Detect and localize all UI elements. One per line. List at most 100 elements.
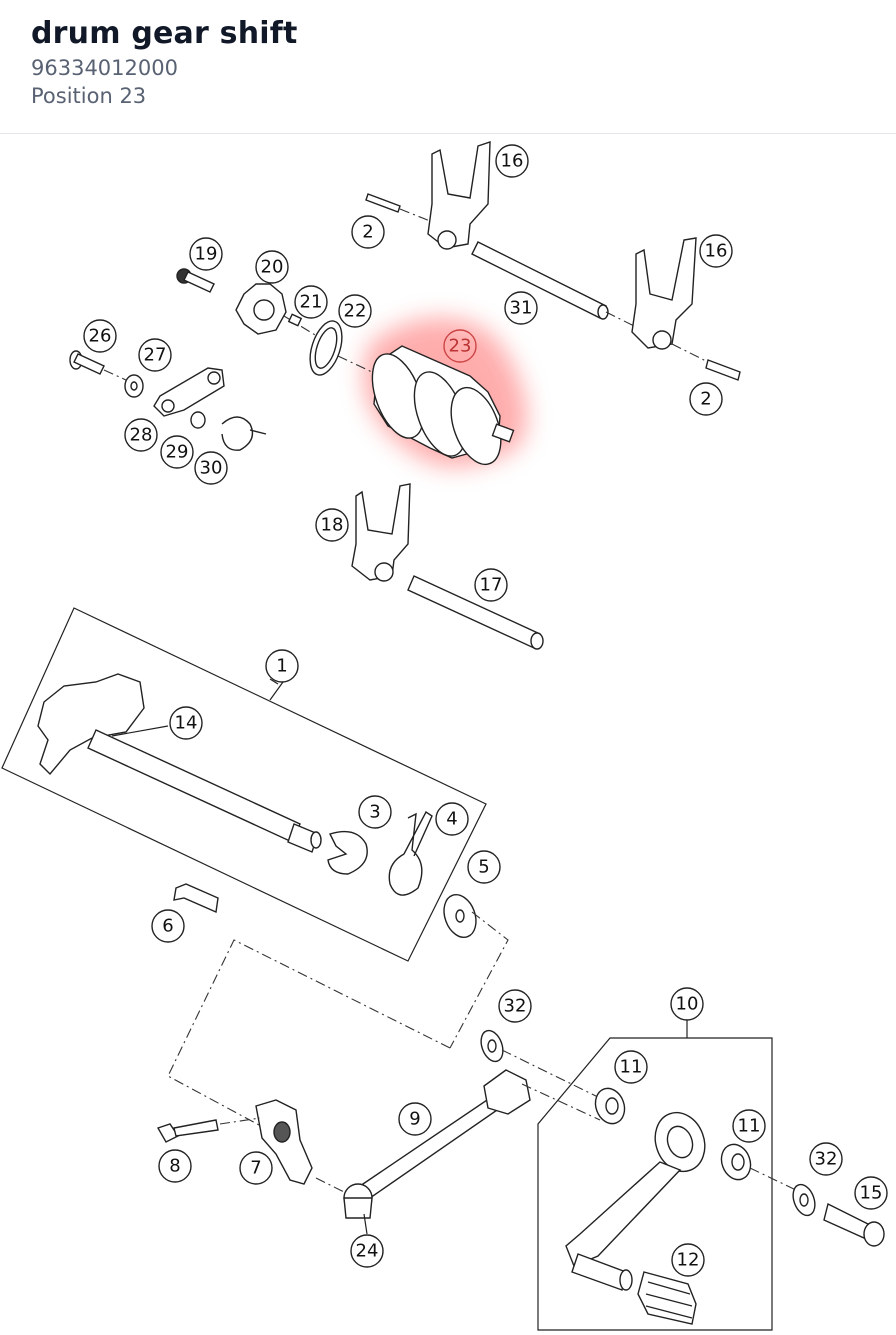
callout-label: 24 [356, 1241, 379, 1262]
callout-16[interactable]: 16 [699, 234, 733, 268]
callout-24[interactable]: 24 [350, 1234, 384, 1268]
callout-14[interactable]: 14 [169, 706, 203, 740]
shift-arm-7 [219, 1099, 313, 1185]
callout-30[interactable]: 30 [194, 451, 228, 485]
callout-21[interactable]: 21 [294, 285, 328, 319]
callout-1[interactable]: 1 [265, 649, 299, 683]
callout-label: 17 [480, 575, 503, 596]
fork-shaft-17 [407, 575, 544, 650]
kit-box-1 [1, 607, 487, 962]
callout-label: 19 [195, 244, 218, 265]
callout-18[interactable]: 18 [315, 508, 349, 542]
callout-29[interactable]: 29 [160, 435, 194, 469]
bearing-11-left [594, 1087, 626, 1125]
callout-label: 1 [276, 656, 287, 677]
callout-22[interactable]: 22 [338, 294, 372, 328]
spring-4 [388, 810, 433, 896]
callout-label: 27 [144, 345, 167, 366]
pin-21 [287, 313, 303, 327]
lever-28 [153, 367, 225, 417]
callout-label: 23 [449, 336, 472, 357]
exploded-diagram: 16 2 16 31 2 19 20 21 22 23 26 27 28 29 30 18 17 1 14 3 45 6 3… [1, 141, 888, 1331]
callout-20[interactable]: 20 [255, 250, 289, 284]
leader-lines [111, 678, 688, 1235]
washer-27 [124, 374, 144, 398]
fork-shaft [471, 241, 641, 330]
callout-label: 15 [860, 1183, 883, 1204]
callout-10[interactable]: 10 [670, 987, 704, 1021]
part-number: 96334012000 [31, 56, 178, 80]
washer-32-left [480, 1029, 601, 1099]
callout-15[interactable]: 15 [854, 1176, 888, 1210]
shift-shaft-assembly [37, 673, 322, 853]
callout-2[interactable]: 2 [351, 215, 385, 249]
callout-31[interactable]: 31 [504, 291, 538, 325]
callout-label: 29 [166, 442, 189, 463]
clip-3 [327, 830, 368, 875]
callout-label: 32 [815, 1149, 838, 1170]
callout-11[interactable]: 11 [614, 1050, 648, 1084]
screw-19 [176, 268, 215, 293]
spring-right [671, 343, 741, 381]
callout-layer: 16 2 16 31 2 19 20 21 22 23 26 27 28 29 30 18 17 1 14 3 45 6 3… [83, 144, 888, 1277]
callout-label: 20 [261, 257, 284, 278]
callout-label: 22 [344, 301, 367, 322]
callout-5[interactable]: 5 [467, 850, 501, 884]
callout-7[interactable]: 7 [239, 1151, 273, 1185]
callout-4[interactable]: 4 [435, 802, 469, 836]
part-name: drum gear shift [31, 16, 298, 51]
washer-29 [190, 411, 206, 429]
callout-label: 10 [676, 994, 699, 1015]
callout-16[interactable]: 16 [495, 144, 529, 178]
callout-label: 28 [130, 425, 153, 446]
assembly-path-left [167, 939, 451, 1133]
callout-label: 32 [504, 996, 527, 1017]
callout-label: 9 [409, 1109, 420, 1130]
callout-12[interactable]: 12 [671, 1243, 705, 1277]
callout-11[interactable]: 11 [732, 1109, 766, 1143]
callout-27[interactable]: 27 [138, 338, 172, 372]
callout-19[interactable]: 19 [189, 237, 223, 271]
bolt-26 [69, 350, 127, 381]
callout-26[interactable]: 26 [83, 319, 117, 353]
callout-label: 4 [446, 809, 457, 830]
callout-label: 3 [369, 802, 380, 823]
callout-label: 26 [89, 326, 112, 347]
callout-32[interactable]: 32 [809, 1142, 843, 1176]
callout-label: 6 [162, 916, 173, 937]
callout-label: 14 [175, 713, 198, 734]
callout-9[interactable]: 9 [398, 1102, 432, 1136]
washer-5 [443, 893, 509, 1049]
callout-label: 2 [362, 222, 373, 243]
callout-label: 11 [738, 1116, 761, 1137]
callout-17[interactable]: 17 [474, 568, 508, 602]
part-header: drum gear shift 96334012000 Position 23 [0, 0, 896, 134]
ball-joint-24 [315, 1177, 373, 1219]
callout-label: 11 [620, 1057, 643, 1078]
callout-label: 21 [300, 292, 323, 313]
callout-label: 8 [169, 1156, 180, 1177]
callout-23[interactable]: 23 [443, 329, 477, 363]
callout-32[interactable]: 32 [498, 989, 532, 1023]
callout-label: 16 [501, 151, 524, 172]
callout-label: 18 [321, 515, 344, 536]
spring-30 [221, 416, 267, 451]
callout-3[interactable]: 3 [358, 795, 392, 829]
callout-2[interactable]: 2 [689, 382, 723, 416]
bearing-22 [309, 320, 373, 376]
bearing-11-right [720, 1143, 797, 1191]
shift-fork-right [631, 237, 697, 350]
part-position: Position 23 [31, 84, 147, 108]
kit-box-10 [537, 1037, 773, 1331]
callout-6[interactable]: 6 [151, 909, 185, 943]
callout-label: 31 [510, 298, 533, 319]
bolt-8 [156, 1119, 219, 1143]
callout-label: 30 [200, 458, 223, 479]
callout-label: 7 [250, 1158, 261, 1179]
callout-label: 2 [700, 389, 711, 410]
callout-8[interactable]: 8 [158, 1149, 192, 1183]
shift-lever [565, 1111, 706, 1291]
callout-28[interactable]: 28 [124, 418, 158, 452]
linkage-rod-9 [358, 1069, 601, 1199]
shift-drum-23 [371, 345, 515, 466]
